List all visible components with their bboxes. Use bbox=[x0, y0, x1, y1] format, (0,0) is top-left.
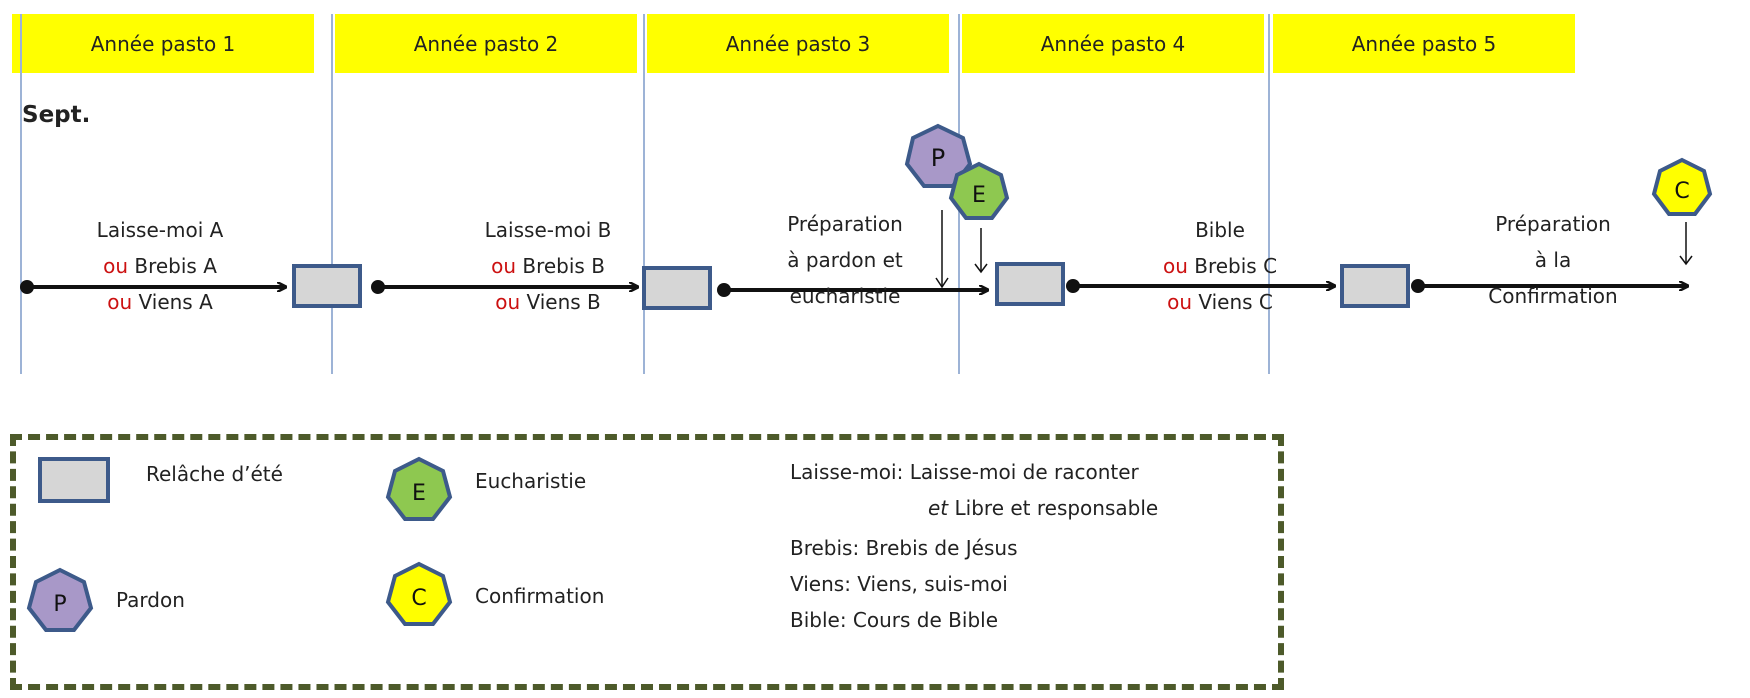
svg-text:E: E bbox=[412, 481, 426, 506]
column-divider bbox=[20, 14, 22, 374]
legend-abbr-laisse-moi-cont: et Libre et responsable bbox=[928, 496, 1159, 520]
stage-label-5: Préparation à la Confirmation bbox=[1488, 212, 1618, 308]
year-header-4: Année pasto 4 bbox=[962, 14, 1264, 73]
relache-box-3 bbox=[995, 262, 1065, 306]
eucharistie-marker: E bbox=[948, 161, 1010, 220]
legend-abbr-bible: Bible: Cours de Bible bbox=[790, 608, 998, 632]
pardon-marker: P bbox=[904, 123, 973, 188]
legend bbox=[10, 434, 1284, 690]
timeline-segment-1 bbox=[20, 280, 286, 294]
legend-pardon-label: Pardon bbox=[116, 588, 185, 612]
relache-box-1 bbox=[292, 264, 362, 308]
year-header-3: Année pasto 3 bbox=[647, 14, 949, 73]
column-divider bbox=[1268, 14, 1270, 374]
legend-confirmation-icon: C bbox=[385, 561, 453, 626]
legend-pardon-icon: P bbox=[26, 567, 94, 632]
timeline-segment-4 bbox=[1066, 279, 1335, 293]
column-divider bbox=[331, 14, 333, 374]
legend-confirmation-label: Confirmation bbox=[475, 584, 605, 608]
svg-text:C: C bbox=[411, 586, 426, 611]
legend-abbr-viens: Viens: Viens, suis-moi bbox=[790, 572, 1008, 596]
year-header-2: Année pasto 2 bbox=[335, 14, 637, 73]
timeline-segment-3 bbox=[717, 283, 988, 297]
eucharistie-pointer bbox=[974, 228, 988, 274]
confirmation-marker: C bbox=[1651, 157, 1713, 216]
stage-label-2: Laisse-moi B ou Brebis B ou Viens B bbox=[484, 218, 612, 314]
eucharistie-marker-letter: E bbox=[972, 183, 986, 208]
legend-abbr-laisse-moi: Laisse-moi: Laisse-moi de raconter bbox=[790, 460, 1139, 484]
timeline-segment-2 bbox=[371, 280, 638, 294]
relache-box-2 bbox=[642, 266, 712, 310]
confirmation-marker-letter: C bbox=[1674, 179, 1689, 204]
legend-abbr-brebis: Brebis: Brebis de Jésus bbox=[790, 536, 1018, 560]
pardon-marker-letter: P bbox=[931, 144, 945, 172]
year-header-5: Année pasto 5 bbox=[1273, 14, 1575, 73]
start-label: Sept. bbox=[22, 102, 91, 128]
legend-eucharistie-label: Eucharistie bbox=[475, 469, 587, 493]
legend-relache-label: Relâche d’été bbox=[146, 462, 283, 486]
pardon-pointer bbox=[935, 210, 949, 289]
confirmation-pointer bbox=[1679, 222, 1693, 266]
legend-relache-icon bbox=[38, 457, 110, 503]
year-header-1: Année pasto 1 bbox=[12, 14, 314, 73]
svg-text:P: P bbox=[53, 592, 66, 617]
timeline-segment-5 bbox=[1411, 279, 1688, 293]
column-divider bbox=[643, 14, 645, 374]
stage-label-4: Bible ou Brebis C ou Viens C bbox=[1162, 218, 1278, 314]
stage-label-3: Préparation à pardon et eucharistie bbox=[787, 212, 903, 308]
relache-box-4 bbox=[1340, 264, 1410, 308]
stage-label-1: Laisse-moi A ou Brebis A ou Viens A bbox=[96, 218, 224, 314]
legend-eucharistie-icon: E bbox=[385, 456, 453, 521]
